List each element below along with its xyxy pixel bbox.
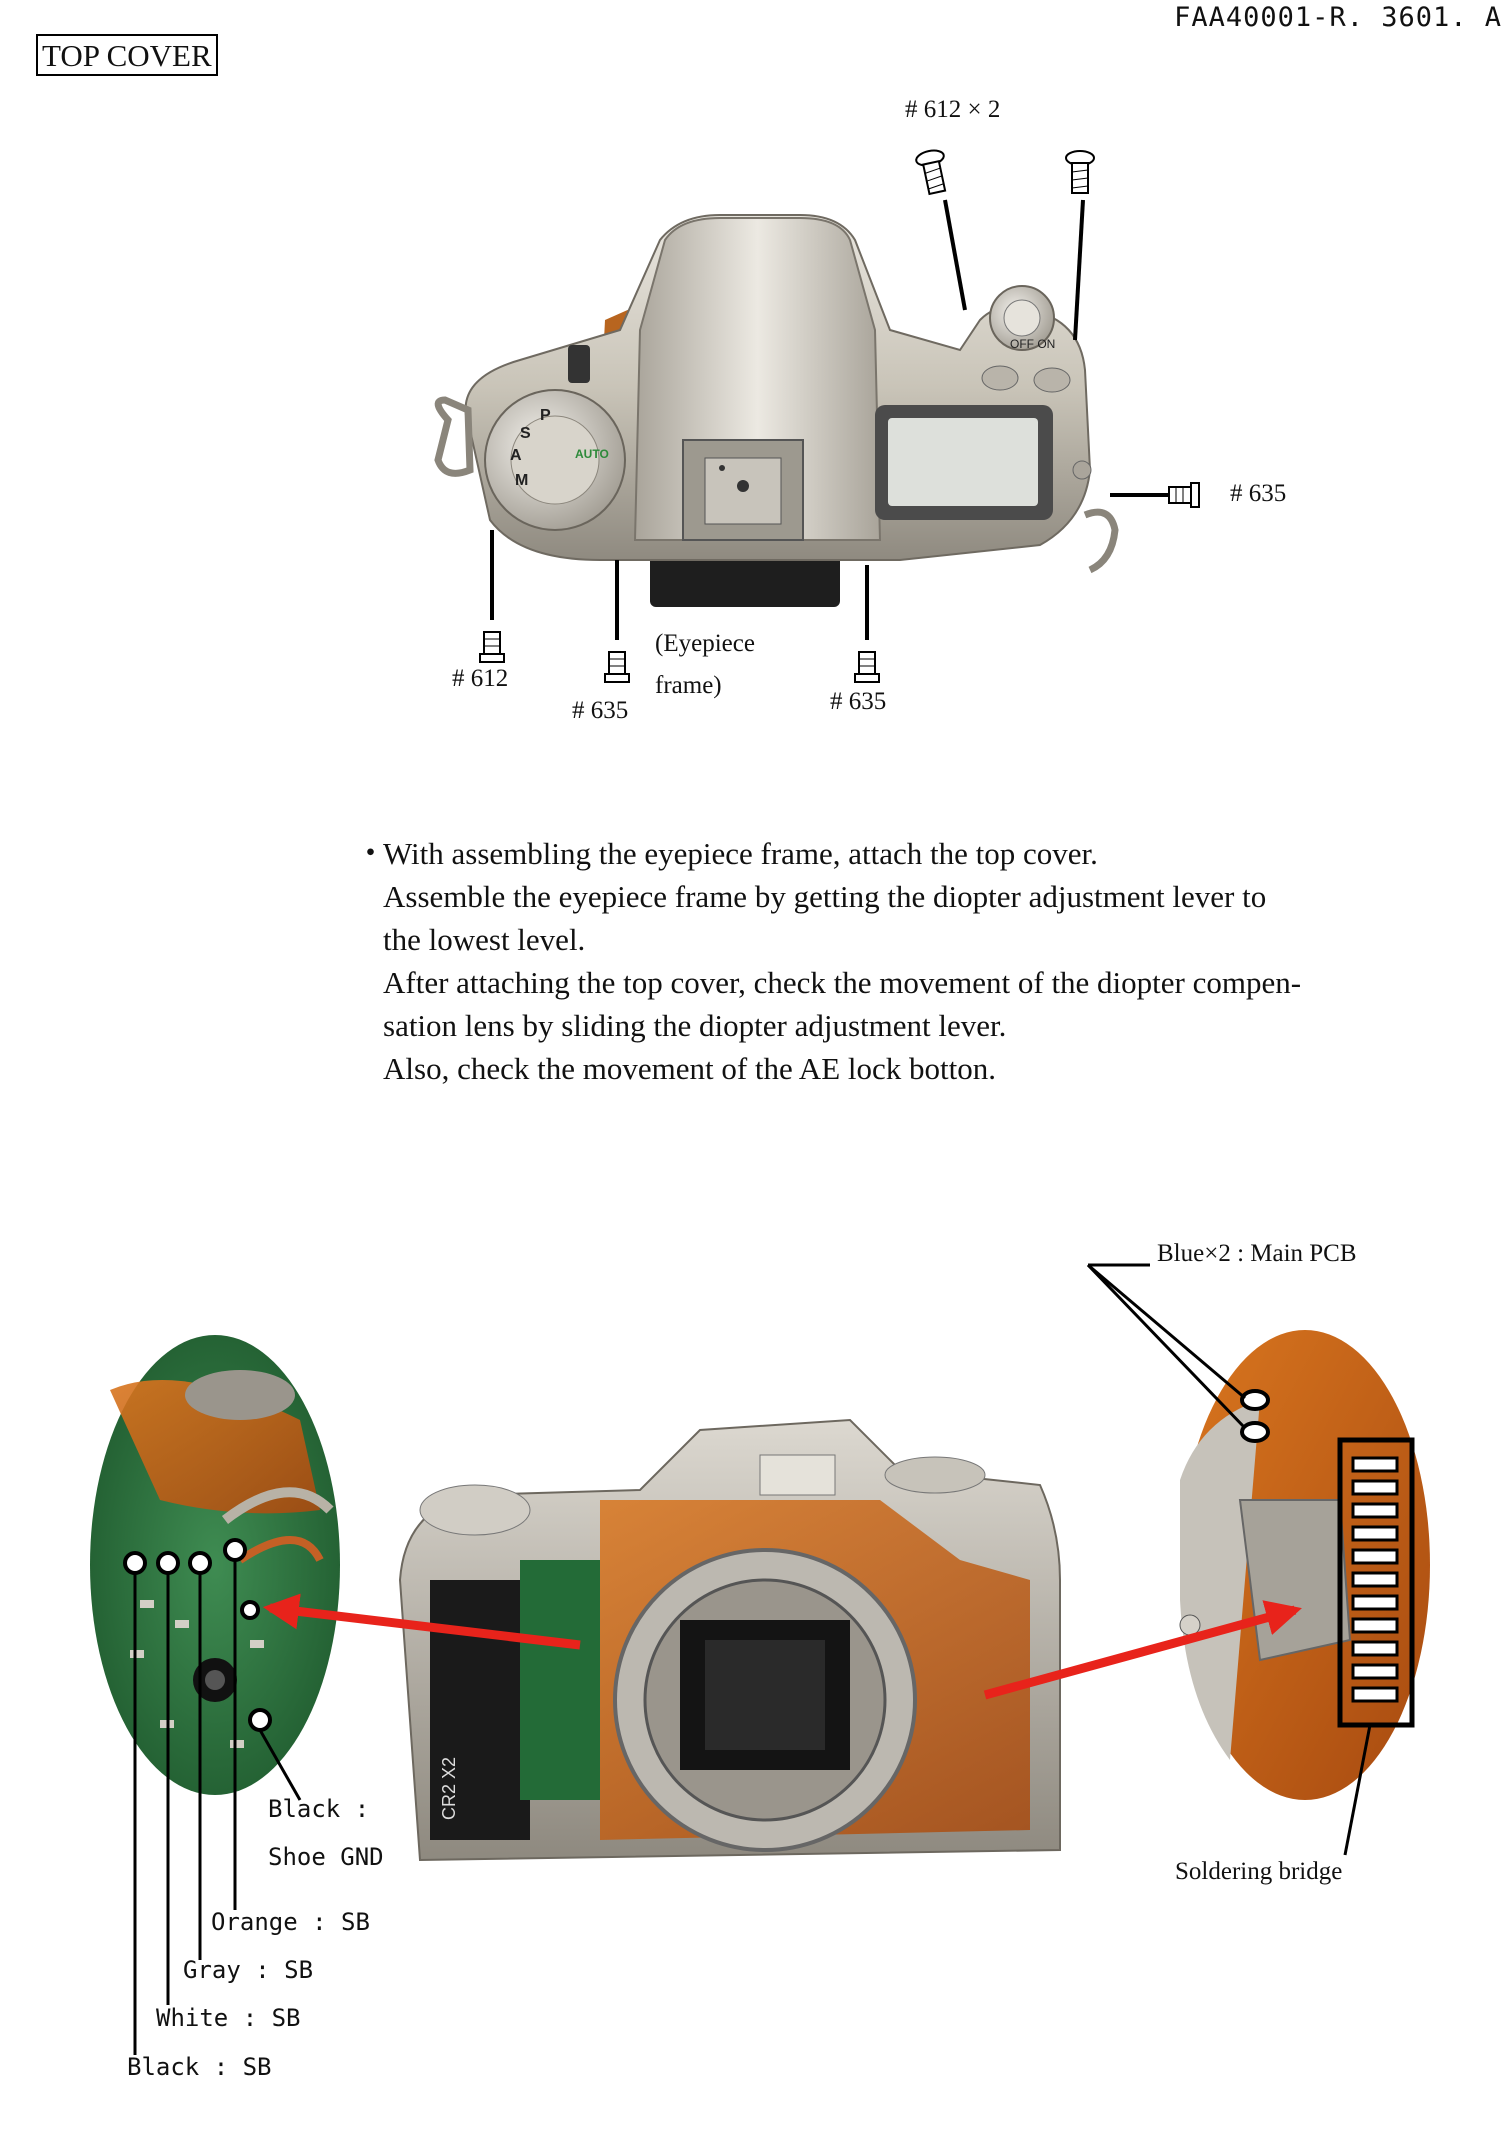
camera-top-view: OFF ON AUTO P S A M xyxy=(434,214,1119,607)
solder-points xyxy=(123,1538,272,1732)
pcb-zoom-oval xyxy=(90,1335,340,1795)
screw-icon xyxy=(854,651,880,683)
black-shoe-gnd-label-line1: Black : xyxy=(268,1795,370,1823)
screw-icon xyxy=(1168,482,1200,508)
blue-main-pcb-label: Blue×2 : Main PCB xyxy=(1157,1240,1357,1267)
screw-bottom-mid-label: # 635 xyxy=(572,697,629,724)
screw-pair-label: # 612 × 2 xyxy=(905,96,1001,123)
instruction-line: After attaching the top cover, check the… xyxy=(383,965,1302,1000)
soldering-bridge-box xyxy=(1337,1437,1415,1728)
gray-sb-label: Gray : SB xyxy=(183,1956,314,1984)
instruction-line: ・With assembling the eyepiece frame, att… xyxy=(355,832,1395,875)
screw-icon xyxy=(479,631,505,663)
mode-dial-letters: AUTO P S A M xyxy=(510,407,609,489)
screw-right-label: # 635 xyxy=(1230,480,1287,507)
black-shoe-gnd-label-line2: Shoe GND xyxy=(268,1843,384,1871)
eyepiece-label-line2: frame) xyxy=(655,672,722,699)
instruction-line: Assemble the eyepiece frame by getting t… xyxy=(383,879,1267,914)
svg-text:AUTO: AUTO xyxy=(575,447,609,461)
top-button-left xyxy=(981,365,1019,391)
black-sb-label: Black : SB xyxy=(127,2053,272,2081)
flex-zoom-oval xyxy=(1179,1330,1430,1800)
instruction-line: sation lens by sliding the diopter adjus… xyxy=(383,1008,1007,1043)
instruction-line: the lowest level. xyxy=(383,922,586,957)
svg-text:M: M xyxy=(515,472,528,489)
svg-text:A: A xyxy=(510,447,522,464)
small-knob xyxy=(568,345,590,383)
instruction-text: ・With assembling the eyepiece frame, att… xyxy=(355,832,1395,1090)
bullet-mark: ・ xyxy=(355,836,386,871)
battery-text: CR2 X2 xyxy=(439,1757,459,1820)
screw-icon xyxy=(1065,150,1095,194)
power-switch-text: OFF ON xyxy=(1010,337,1055,351)
orange-sb-label: Orange : SB xyxy=(211,1908,370,1936)
soldering-bridge-label: Soldering bridge xyxy=(1175,1858,1343,1885)
document-id: FAA40001-R. 3601. A xyxy=(1174,2,1502,33)
screw-bottom-right-label: # 635 xyxy=(830,688,887,715)
strap-lug-right xyxy=(1083,508,1119,574)
white-sb-label: White : SB xyxy=(156,2004,301,2032)
section-title: TOP COVER xyxy=(36,34,218,76)
eyepiece-label-line1: (Eyepiece xyxy=(655,630,755,657)
top-button-right xyxy=(1033,367,1071,393)
screw-icon xyxy=(604,651,630,683)
instruction-line: Also, check the movement of the AE lock … xyxy=(383,1051,996,1086)
screw-icon xyxy=(915,149,947,196)
top-cover-diagram: OFF ON AUTO P S A M xyxy=(434,149,1200,683)
wire-leader-lines xyxy=(133,1263,1372,2055)
screw-bottom-left-label: # 612 xyxy=(452,665,509,692)
blue-wire-pads xyxy=(1240,1389,1270,1443)
svg-text:S: S xyxy=(520,425,531,442)
red-arrows xyxy=(262,1593,1302,1700)
svg-text:P: P xyxy=(540,407,551,424)
camera-front-view: CR2 X2 xyxy=(398,1418,1061,1862)
strap-lug-left xyxy=(434,396,474,477)
soldering-bridge-pads xyxy=(1351,1456,1399,1703)
